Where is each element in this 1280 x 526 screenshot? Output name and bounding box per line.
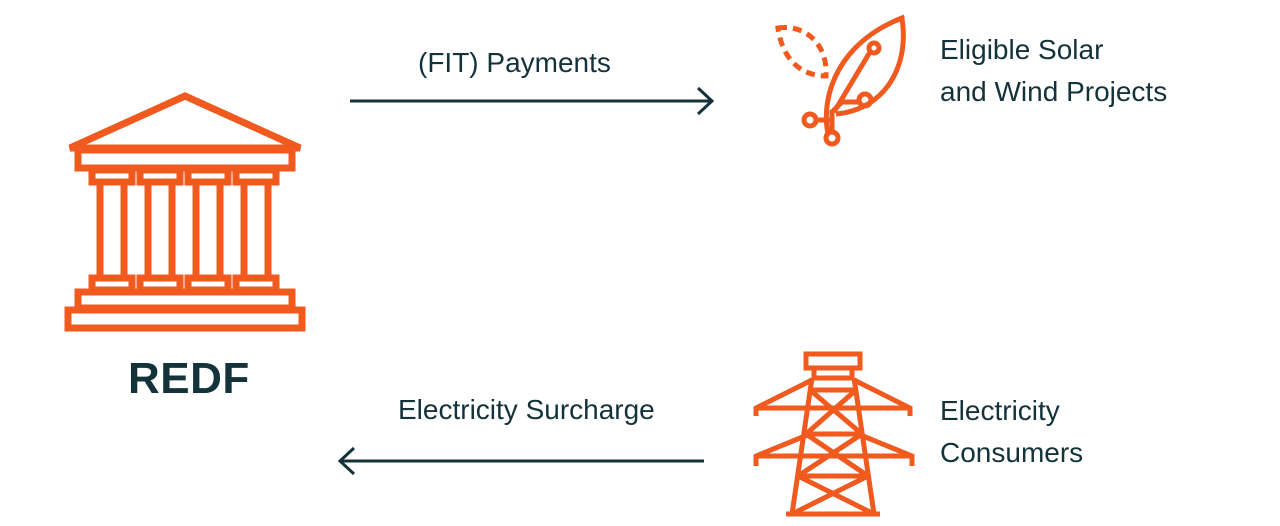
surcharge-arrow <box>337 446 704 476</box>
redf-label: REDF <box>128 354 250 403</box>
projects-label: Eligible Solar and Wind Projects <box>940 29 1167 113</box>
projects-label-line2: and Wind Projects <box>940 76 1168 107</box>
payments-arrow <box>350 86 715 116</box>
payments-label: (FIT) Payments <box>418 47 611 78</box>
projects-label-line1: Eligible Solar <box>940 34 1104 65</box>
leaf-circuit-icon <box>775 14 906 147</box>
consumers-label-line2: Consumers <box>940 437 1084 468</box>
consumers-label-line1: Electricity <box>940 395 1060 426</box>
consumers-label: Electricity Consumers <box>940 390 1083 474</box>
surcharge-label: Electricity Surcharge <box>398 394 655 425</box>
transmission-tower-icon <box>753 351 915 517</box>
government-building-icon <box>64 92 306 332</box>
